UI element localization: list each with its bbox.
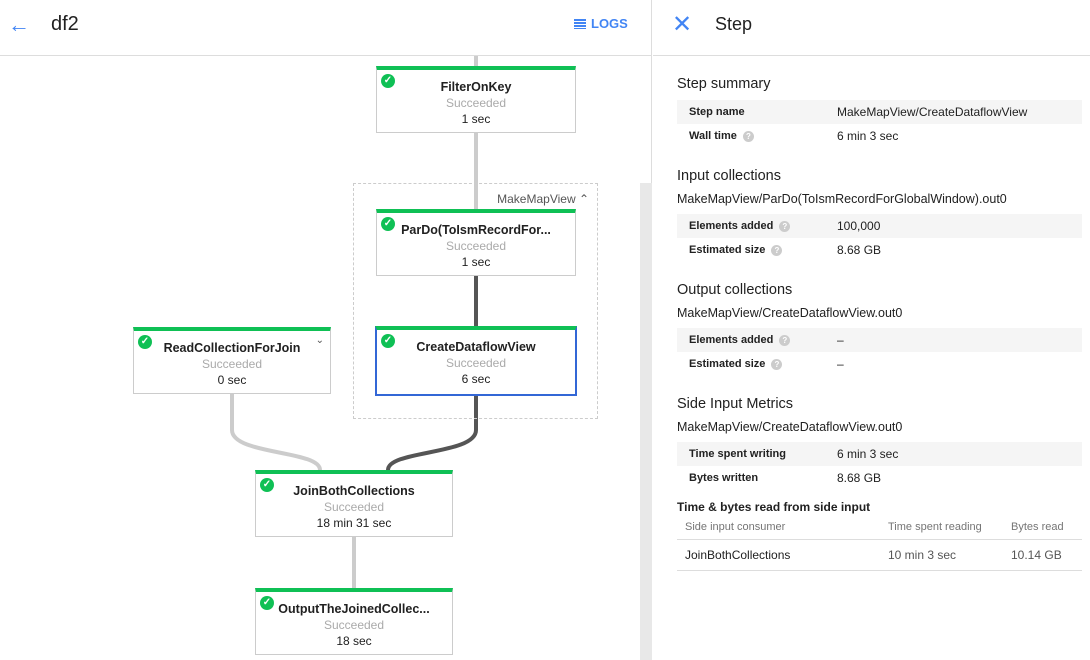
node-outputthejoinedcollection[interactable]: ✓ OutputTheJoinedCollec... Succeeded 18 sec [255, 588, 453, 655]
row-key: Time spent writing [689, 448, 786, 460]
node-status: Succeeded [445, 96, 507, 110]
node-name: ReadCollectionForJoin [163, 341, 301, 355]
column-header: Side input consumer [685, 520, 786, 533]
check-icon: ✓ [260, 596, 274, 610]
step-summary: Step summary Step name MakeMapView/Create… [677, 76, 1082, 148]
help-icon[interactable]: ? [779, 335, 791, 346]
chevron-down-icon[interactable]: ⌄ [315, 335, 324, 346]
row-value: 6 min 3 sec [837, 447, 899, 461]
panel-title: Step [715, 14, 753, 34]
row-key: Step name [689, 106, 745, 118]
node-duration: 18 min 31 sec [316, 516, 392, 530]
collection-name: MakeMapView/ParDo(ToIsmRecordForGlobalWi… [677, 192, 1007, 206]
node-name: FilterOnKey [440, 80, 512, 94]
help-icon[interactable]: ? [742, 131, 754, 142]
check-icon: ✓ [381, 74, 395, 88]
node-name: ParDo(ToIsmRecordFor... [401, 223, 551, 237]
node-name: OutputTheJoinedCollec... [278, 602, 430, 616]
row-key: Elements added? [677, 334, 837, 346]
table-row: Step name MakeMapView/CreateDataflowView [677, 100, 1082, 124]
back-arrow-icon[interactable]: ← [8, 12, 30, 37]
help-icon[interactable]: ? [771, 245, 783, 256]
node-name: JoinBothCollections [293, 484, 415, 498]
graph-edges [230, 56, 478, 588]
logs-button[interactable]: LOGS [574, 16, 628, 31]
node-duration: 1 sec [461, 255, 491, 269]
node-status: Succeeded [445, 239, 507, 253]
check-icon: ✓ [381, 217, 395, 231]
node-duration: 0 sec [217, 373, 247, 387]
section-heading: Side Input Metrics [677, 396, 794, 412]
node-status: Succeeded [323, 500, 385, 514]
collection-name: MakeMapView/CreateDataflowView.out0 [677, 306, 903, 320]
side-input-metrics: Side Input Metrics MakeMapView/CreateDat… [677, 396, 1082, 571]
output-collections: Output collections MakeMapView/CreateDat… [677, 282, 1082, 376]
row-key: Bytes written [689, 472, 759, 484]
job-title: df2 [51, 13, 79, 35]
table-row: Wall time?6 min 3 sec [677, 124, 1082, 148]
node-status: Succeeded [445, 356, 507, 370]
logs-label: LOGS [591, 16, 628, 31]
collection-name: MakeMapView/CreateDataflowView.out0 [677, 420, 903, 434]
panel-header: ✕ Step [653, 0, 1090, 56]
row-key: Elements added? [677, 220, 837, 232]
scrollbar[interactable] [640, 183, 652, 660]
column-header: Time spent reading [888, 520, 982, 533]
node-duration: 18 sec [336, 634, 372, 648]
table-row: Estimated size?– [677, 352, 1082, 376]
table-header: Side input consumer Time spent reading Byt… [677, 514, 1082, 540]
table-row: Elements added?100,000 [677, 214, 1082, 238]
group-label[interactable]: MakeMapView ⌃ [497, 192, 589, 206]
row-value: – [837, 357, 844, 371]
check-icon: ✓ [260, 478, 274, 492]
row-key: Wall time? [677, 130, 837, 142]
help-icon[interactable]: ? [779, 221, 791, 232]
node-status: Succeeded [201, 357, 263, 371]
list-icon [574, 18, 586, 29]
column-header: Bytes read [1011, 520, 1064, 533]
row-value: 8.68 GB [837, 471, 882, 485]
row-key: Estimated size? [677, 244, 837, 256]
section-heading: Step summary [677, 76, 771, 92]
header: ← df2 LOGS [0, 0, 651, 56]
check-icon: ✓ [138, 335, 152, 349]
row-key: Estimated size? [677, 358, 837, 370]
table-row: Estimated size?8.68 GB [677, 238, 1082, 262]
node-status: Succeeded [323, 618, 385, 632]
row-value: MakeMapView/CreateDataflowView [837, 105, 1028, 119]
table-row: Bytes written 8.68 GB [677, 466, 1082, 490]
section-heading: Input collections [677, 168, 781, 184]
row-value: 8.68 GB [837, 243, 882, 257]
side-input-table: Side input consumer Time spent reading Byt… [677, 514, 1082, 571]
edge [386, 396, 478, 471]
help-icon[interactable]: ? [771, 359, 783, 370]
table-row: JoinBothCollections 10 min 3 sec 10.14 GB [677, 540, 1082, 571]
makemapview-group: MakeMapView ⌃ [353, 183, 598, 419]
node-name: CreateDataflowView [416, 340, 536, 354]
table-row: Elements added?– [677, 328, 1082, 352]
node-duration: 1 sec [461, 112, 491, 126]
cell: 10.14 GB [1011, 548, 1062, 562]
row-value: 100,000 [837, 219, 881, 233]
check-icon: ✓ [381, 334, 395, 348]
input-collections: Input collections MakeMapView/ParDo(ToIs… [677, 168, 1082, 262]
close-icon[interactable]: ✕ [672, 11, 693, 38]
table-row: Time spent writing 6 min 3 sec [677, 442, 1082, 466]
section-heading: Output collections [677, 282, 793, 298]
node-pardo[interactable]: ✓ ParDo(ToIsmRecordFor... Succeeded 1 sec [376, 209, 576, 276]
edge [230, 394, 322, 471]
cell: JoinBothCollections [685, 548, 791, 562]
row-value: – [837, 333, 844, 347]
subsection-heading: Time & bytes read from side input [677, 500, 871, 514]
cell: 10 min 3 sec [888, 548, 957, 562]
row-value: 6 min 3 sec [837, 129, 899, 143]
node-duration: 6 sec [461, 372, 491, 386]
